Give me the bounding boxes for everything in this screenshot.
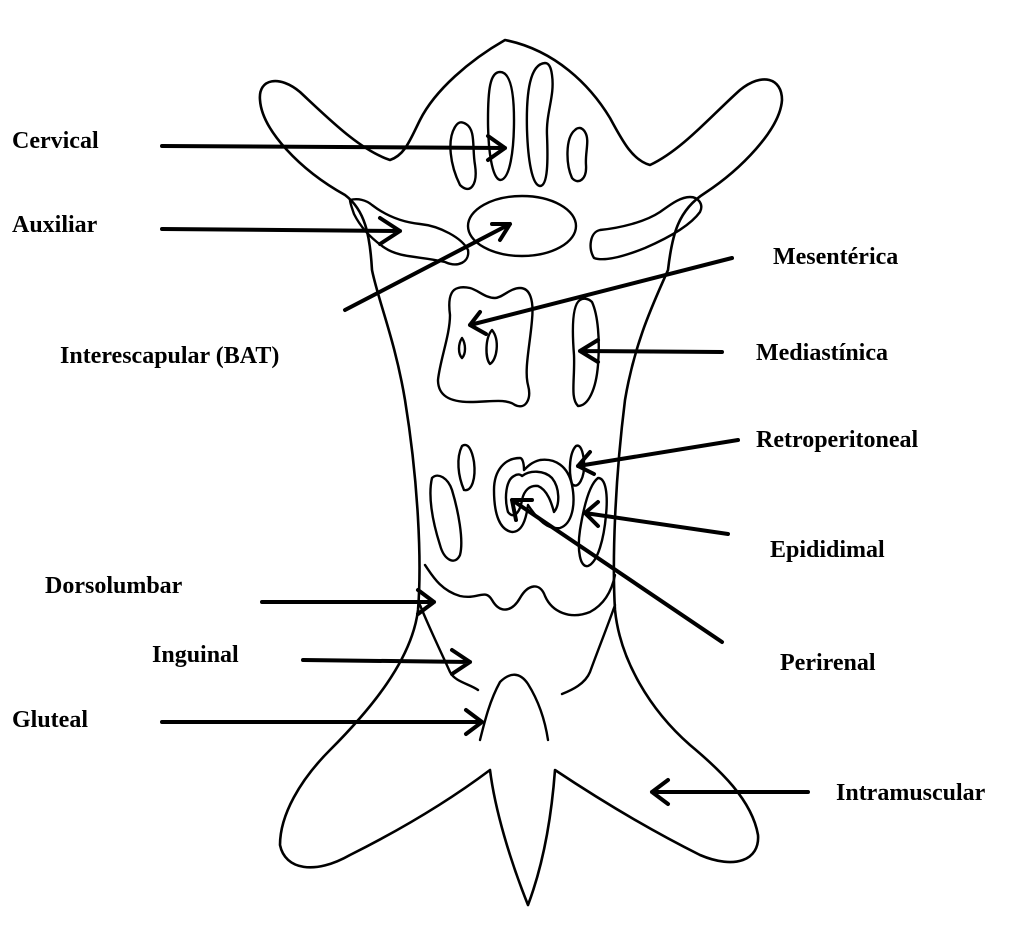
mesenteric-depot [438,287,533,406]
label-auxiliar: Auxiliar [12,212,98,238]
body-outline [260,40,782,905]
label-cervical: Cervical [12,128,99,154]
label-dorsolumbar: Dorsolumbar [45,573,183,599]
inguinal-depot-right [562,605,615,694]
mesenteric-inner-left [459,338,465,358]
arrow-retroperitoneal [578,440,738,474]
label-perirenal: Perirenal [780,650,876,676]
dorsolumbar-depot [425,565,615,615]
cervical-depot-outer-left [450,122,475,189]
arrow-dorsolumbar [262,590,434,614]
arrow-inguinal [303,650,470,674]
axillary-depot-right [591,197,702,259]
inguinal-depot-left [420,605,478,690]
label-inguinal: Inguinal [152,642,239,668]
label-interescapular: Interescapular (BAT) [60,343,279,369]
label-epididimal: Epididimal [770,537,885,563]
cervical-depot-left [488,72,514,180]
label-retroperitoneal: Retroperitoneal [756,427,919,453]
cervical-depot-right [527,63,553,186]
label-mesenterica: Mesentérica [773,244,898,270]
interscapular-bat-depot [468,196,576,256]
label-gluteal: Gluteal [12,707,88,733]
epididymal-depot-left [430,476,461,561]
arrow-mediastinica [580,340,722,362]
mesenteric-inner-right [486,330,496,364]
cervical-depot-outer-right [567,128,587,181]
arrow-mesenterica [470,258,732,334]
label-mediastinica: Mediastínica [756,340,888,366]
label-intramuscular: Intramuscular [836,780,986,806]
arrow-cervical [162,136,505,160]
arrow-gluteal [162,710,482,734]
gluteal-depot [480,675,548,740]
abdominal-depot-small-left [458,445,474,490]
